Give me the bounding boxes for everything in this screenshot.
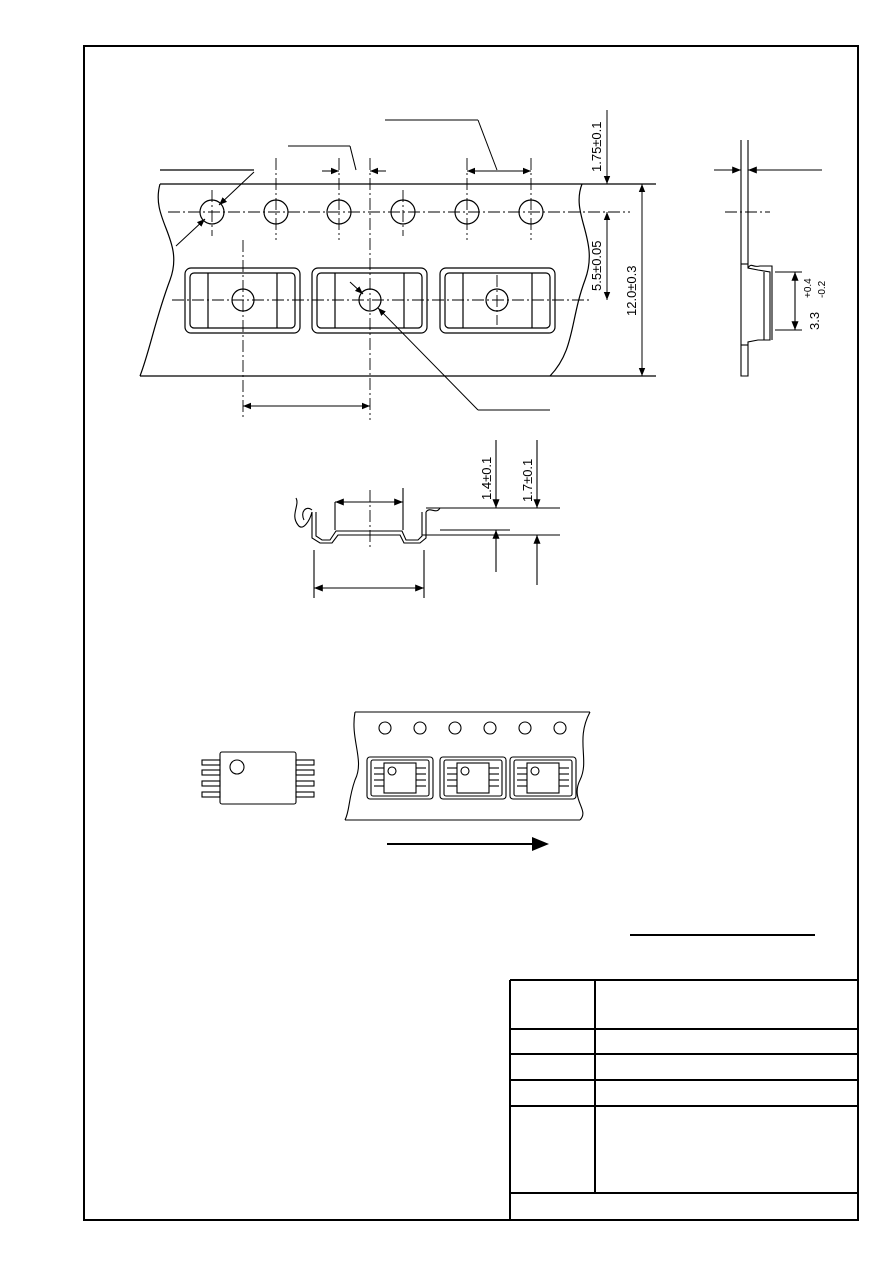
dim-1-75: 1.75±0.1	[589, 121, 604, 172]
pocket	[439, 267, 556, 334]
dim-tol-plus: +0.4	[803, 278, 814, 298]
dim-tol-minus: -0.2	[817, 280, 828, 298]
pocket	[311, 267, 428, 334]
dim-1-7: 1.7±0.1	[520, 459, 535, 502]
arrow-right-icon	[387, 837, 549, 851]
pocket	[184, 267, 301, 334]
tape-side-view	[714, 140, 822, 377]
centerlines	[168, 158, 770, 420]
pocket-cross-section	[294, 440, 560, 598]
dim-3-3: 3.3	[807, 312, 822, 330]
top-view-dimensions	[175, 110, 646, 411]
dim-5-5: 5.5±0.05	[589, 240, 604, 291]
sheet-border	[83, 45, 859, 1221]
title-block	[509, 979, 858, 1220]
dim-1-4: 1.4±0.1	[479, 457, 494, 500]
ic-package	[201, 751, 315, 805]
loaded-tape	[344, 711, 591, 821]
tape-top-view	[139, 169, 656, 377]
circle-icon	[229, 759, 245, 775]
dim-12-0: 12.0±0.3	[624, 265, 639, 316]
